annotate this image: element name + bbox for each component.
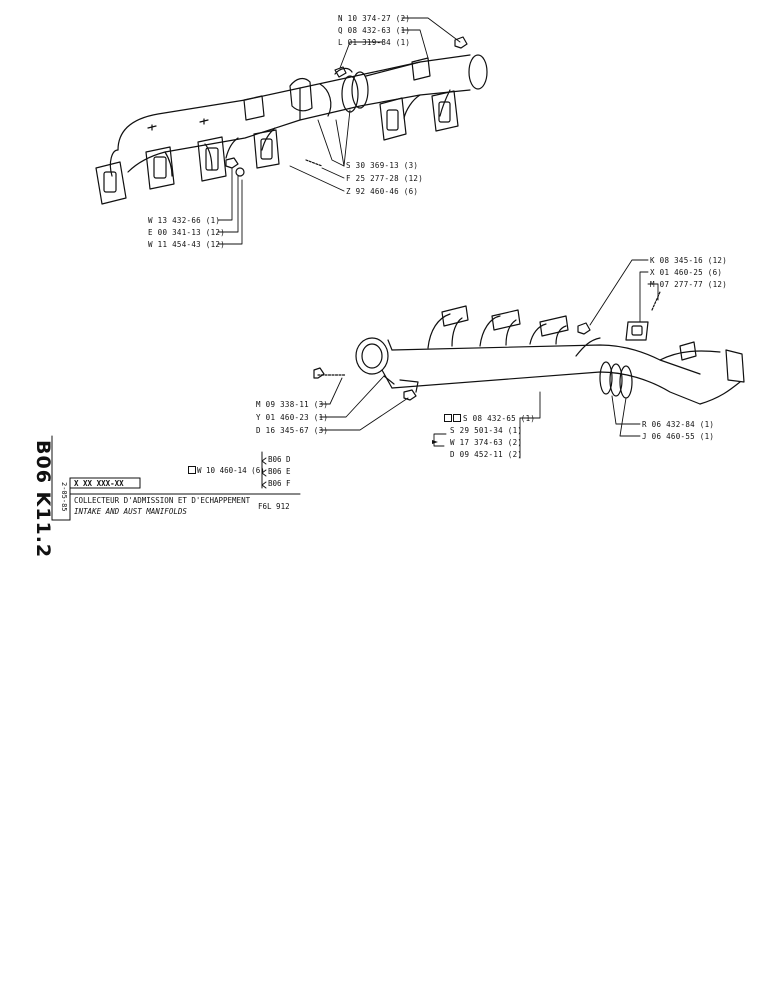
label-q: Q 08 432-63 (1)	[338, 26, 411, 35]
label-m: M 07 277-77 (12)	[650, 280, 728, 289]
label-k: K 08 345-16 (12)	[650, 256, 728, 265]
sidebar-date: 2-05-85	[60, 482, 68, 512]
exhaust-manifold	[95, 36, 488, 205]
title-block-frame	[51, 435, 301, 521]
flange-3	[197, 136, 227, 182]
title-block-ref-e: B06 E	[268, 467, 291, 476]
title-block-model: F6L 912	[258, 502, 290, 511]
title-block-title-fr: COLLECTEUR D'ADMISSION ET D'ECHAPPEMENT	[74, 496, 251, 505]
label-s3: S 29 501-34 (1)	[450, 426, 523, 435]
label-y: Y 01 460-23 (1)	[256, 413, 329, 422]
intake-manifold	[313, 291, 745, 405]
label-r: R 06 432-84 (1)	[642, 420, 715, 429]
label-e: E 00 341-13 (12)	[148, 228, 226, 237]
label-x: X 01 460-25 (6)	[650, 268, 723, 277]
upper-leaders	[217, 17, 461, 245]
flange-2	[145, 146, 175, 190]
title-block-ref-f: B06 F	[268, 479, 291, 488]
label-l: L 01 319-84 (1)	[338, 38, 411, 47]
title-block-extra-part: W 10 460-14 (6)	[188, 466, 265, 475]
label-w3: W 17 374-63 (2)	[450, 438, 523, 447]
label-s2-text: S 08 432-65 (1)	[463, 414, 536, 423]
checkbox-icon	[453, 414, 461, 422]
flange-1	[95, 161, 127, 205]
checkbox-icon	[188, 466, 196, 474]
flange-6	[431, 90, 459, 132]
label-n: N 10 374-27 (2)	[338, 14, 411, 23]
lower-leaders	[319, 259, 659, 459]
title-block-part-no: X XX XXX-XX	[74, 479, 124, 488]
arrow-pointer-icon	[432, 440, 438, 444]
label-z: Z 92 460-46 (6)	[346, 187, 419, 196]
checkbox-icon	[444, 414, 452, 422]
label-s2: S 08 432-65 (1)	[444, 414, 535, 423]
label-d2: D 09 452-11 (2)	[450, 450, 523, 459]
title-block-title-en: INTAKE AND AUST MANIFOLDS	[74, 507, 187, 516]
sidebar-code: B06 K11.2	[32, 440, 54, 559]
flange-5	[379, 97, 407, 141]
label-m2: M 09 338-11 (3)	[256, 400, 329, 409]
label-w: W 13 432-66 (1)	[148, 216, 221, 225]
title-block-ref-d: B06 D	[268, 455, 291, 464]
label-j: J 06 460-55 (1)	[642, 432, 715, 441]
label-s: S 30 369-13 (3)	[346, 161, 419, 170]
label-d: D 16 345-67 (3)	[256, 426, 329, 435]
extra-part-text: W 10 460-14 (6)	[197, 466, 265, 475]
label-w2: W 11 454-43 (12)	[148, 240, 226, 249]
label-f: F 25 277-28 (12)	[346, 174, 424, 183]
flange-4	[253, 129, 280, 169]
